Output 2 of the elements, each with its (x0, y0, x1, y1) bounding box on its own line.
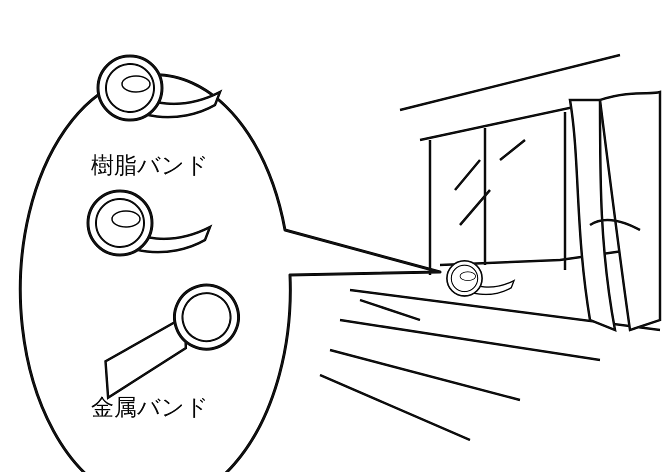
band-label: 樹脂バンド (91, 152, 209, 181)
band-label: 金属バンド (91, 394, 209, 423)
